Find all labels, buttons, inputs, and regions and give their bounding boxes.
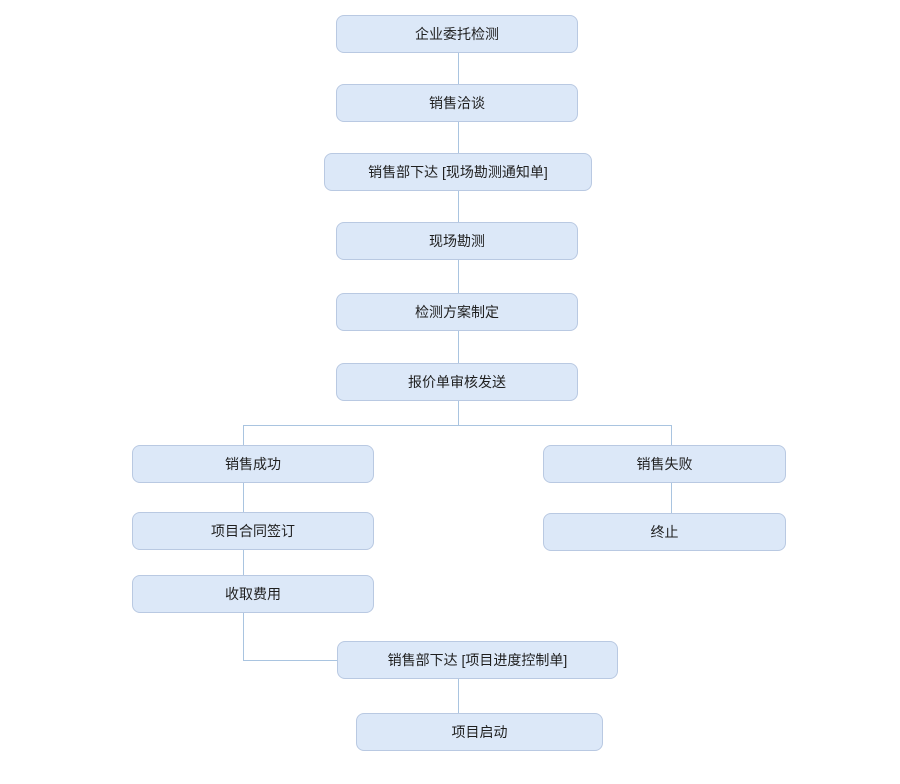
flow-node-sales-success: 销售成功 (132, 445, 374, 483)
edge-branch-horizontal (243, 425, 672, 426)
edge-n6-branch-stub (458, 401, 459, 426)
flow-node-sales-dept-issues-progress-control: 销售部下达 [项目进度控制单] (337, 641, 618, 679)
edge-n7-n9 (243, 483, 244, 512)
flow-node-sales-failure: 销售失败 (543, 445, 786, 483)
flow-node-sales-negotiation: 销售洽谈 (336, 84, 578, 122)
edge-n1-n2 (458, 53, 459, 84)
edge-branch-left-drop (243, 425, 244, 445)
flow-node-quotation-review-send: 报价单审核发送 (336, 363, 578, 401)
flow-node-project-start: 项目启动 (356, 713, 603, 751)
flow-node-enterprise-commissioned-testing: 企业委托检测 (336, 15, 578, 53)
flow-node-fee-collection: 收取费用 (132, 575, 374, 613)
edge-n5-n6 (458, 331, 459, 363)
edge-n12-n13 (458, 679, 459, 713)
flow-node-sales-dept-issues-survey-notice: 销售部下达 [现场勘测通知单] (324, 153, 592, 191)
flow-node-terminate: 终止 (543, 513, 786, 551)
flow-node-testing-plan-formulation: 检测方案制定 (336, 293, 578, 331)
edge-n11-n12-vertical (243, 613, 244, 661)
flow-node-contract-signing: 项目合同签订 (132, 512, 374, 550)
edge-branch-right-drop (671, 425, 672, 445)
flow-node-site-survey: 现场勘测 (336, 222, 578, 260)
edge-n11-n12-horizontal (243, 660, 337, 661)
edge-n4-n5 (458, 260, 459, 293)
edge-n9-n11 (243, 550, 244, 575)
edge-n2-n3 (458, 122, 459, 153)
edge-n8-n10 (671, 483, 672, 513)
edge-n3-n4 (458, 191, 459, 222)
